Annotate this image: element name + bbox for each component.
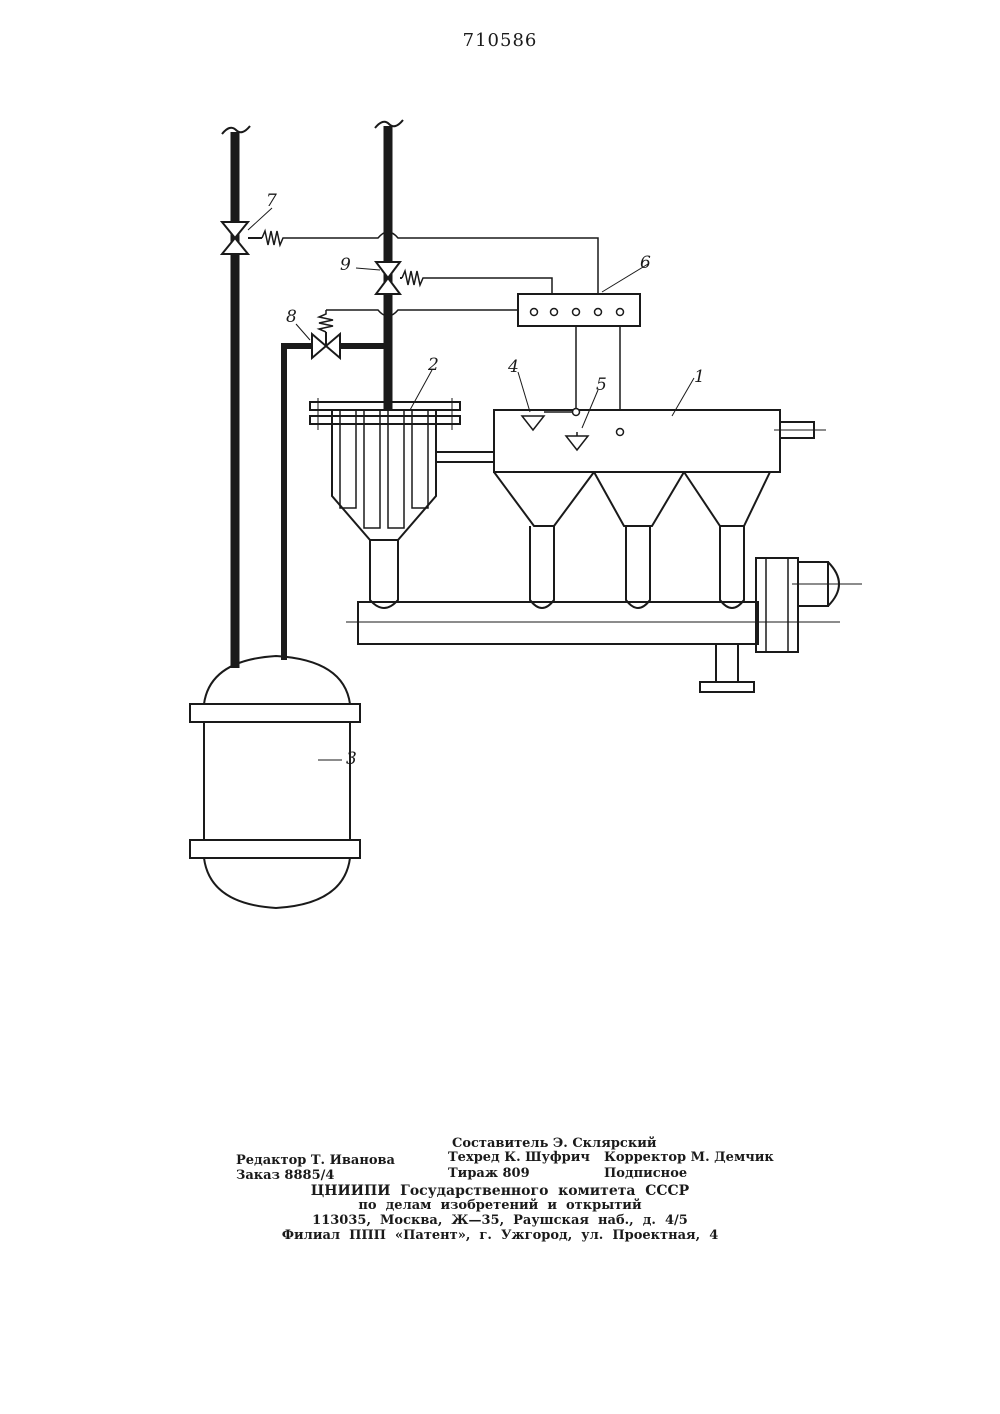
left-pipe [222, 126, 250, 668]
drive-motor [756, 558, 862, 652]
label-1: 1 [694, 367, 705, 387]
leader-lines [248, 208, 694, 760]
label-4: 4 [507, 357, 519, 377]
vessel-1 [494, 410, 826, 608]
imprint-order: Заказ 8885/4 [236, 1168, 334, 1183]
label-5: 5 [596, 375, 607, 395]
label-6: 6 [640, 253, 651, 273]
label-2: 2 [427, 355, 439, 375]
imprint-org-line-4: Филиал ППП «Патент», г. Ужгород, ул. Про… [0, 1228, 1000, 1243]
imprint-subscription: Подписное [604, 1166, 687, 1181]
imprint-compiler: Составитель Э. Склярский [452, 1136, 657, 1151]
controller-6 [518, 294, 640, 326]
imprint-editor: Редактор Т. Иванова [236, 1153, 395, 1168]
label-8: 8 [286, 307, 297, 327]
imprint-org-line-3: 113035, Москва, Ж—35, Раушская наб., д. … [0, 1213, 1000, 1228]
label-7: 7 [266, 191, 277, 211]
imprint-techred: Техред К. Шуфрич [448, 1150, 590, 1165]
imprint-circulation: Тираж 809 [448, 1166, 530, 1181]
filter-2 [310, 398, 460, 608]
imprint-org-line-1: ЦНИИПИ Государственного комитета СССР [0, 1183, 1000, 1199]
imprint-org-line-2: по делам изобретений и открытий [0, 1198, 1000, 1213]
imprint-corrector: Корректор М. Демчик [604, 1150, 774, 1165]
label-3: 3 [346, 749, 357, 769]
label-9: 9 [340, 255, 351, 275]
connecting-pipe [436, 452, 494, 462]
tank-3 [190, 656, 360, 908]
valve-8 [312, 310, 340, 358]
